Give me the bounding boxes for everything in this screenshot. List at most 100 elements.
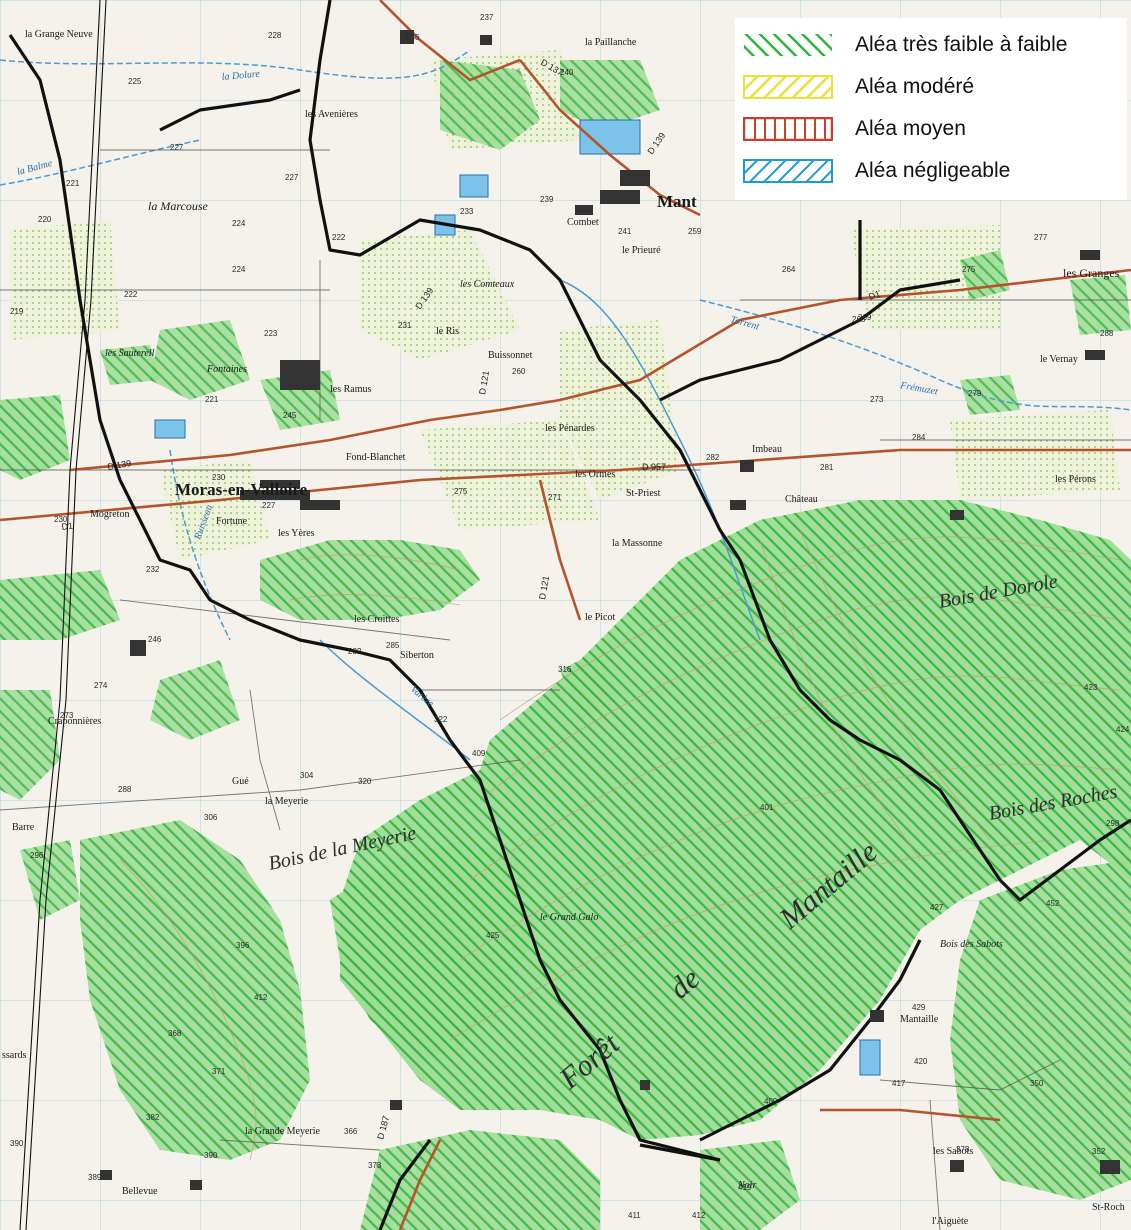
label-buissonnet: Buissonnet bbox=[488, 350, 533, 361]
label-prieure: le Prieuré bbox=[622, 245, 661, 256]
spot-height: 232 bbox=[146, 565, 160, 574]
legend-label-medium: Aléa moyen bbox=[855, 117, 966, 140]
spot-height: 245 bbox=[283, 411, 297, 420]
label-mantaille: Mantaille bbox=[900, 1014, 939, 1025]
water-features bbox=[0, 49, 1131, 1076]
spot-height: 241 bbox=[618, 227, 632, 236]
spot-height: 239 bbox=[540, 195, 554, 204]
label-d1b: D1 bbox=[867, 289, 881, 302]
label-granges: les Granges bbox=[1063, 266, 1120, 280]
label-gue: Gué bbox=[232, 776, 249, 787]
spot-height: 275 bbox=[454, 487, 468, 496]
spot-height: 425 bbox=[486, 931, 500, 940]
legend-item-moderate: Aléa modéré bbox=[743, 72, 974, 102]
spot-height: 237 bbox=[480, 13, 494, 22]
label-fontaines: Fontaines bbox=[206, 364, 247, 375]
label-comteaux: les Comteaux bbox=[460, 279, 515, 290]
label-vernay: le Vernay bbox=[1040, 354, 1078, 365]
spot-height: 260 bbox=[512, 367, 526, 376]
label-paillanche: la Paillanche bbox=[585, 37, 637, 48]
spot-height: 231 bbox=[398, 321, 412, 330]
spot-height: 423 bbox=[1084, 683, 1098, 692]
spot-height: 371 bbox=[212, 1067, 226, 1076]
spot-height: 273 bbox=[870, 395, 884, 404]
spot-height: 282 bbox=[706, 453, 720, 462]
spot-height: 452 bbox=[1046, 899, 1060, 908]
label-massonne: la Massonne bbox=[612, 538, 663, 549]
label-penardes: les Pénardes bbox=[545, 423, 595, 434]
spot-height: 279 bbox=[968, 389, 982, 398]
label-ris: le Ris bbox=[436, 326, 459, 337]
spot-height: 412 bbox=[692, 1211, 706, 1220]
spot-height: 417 bbox=[892, 1079, 906, 1088]
spot-height: 228 bbox=[268, 31, 282, 40]
spot-height: 401 bbox=[760, 803, 774, 812]
label-grange-neuve: la Grange Neuve bbox=[25, 29, 93, 40]
label-dolure: la Dolure bbox=[221, 69, 261, 83]
spot-height: 230 bbox=[212, 473, 226, 482]
spot-height: 236 bbox=[406, 33, 420, 42]
spot-height: 298 bbox=[1106, 819, 1120, 828]
label-fortune: Fortune bbox=[216, 516, 248, 527]
label-d957: D 957 bbox=[642, 462, 666, 472]
label-combet: Combet bbox=[567, 217, 599, 228]
spot-height: 277 bbox=[1034, 233, 1048, 242]
spot-height: 412 bbox=[254, 993, 268, 1002]
spot-height: 227 bbox=[170, 143, 184, 152]
spot-height: 268 bbox=[852, 315, 866, 324]
label-imbeau: Imbeau bbox=[752, 444, 782, 455]
spot-height: 223 bbox=[264, 329, 278, 338]
legend-item-very-low: Aléa très faible à faible bbox=[743, 30, 1067, 60]
label-bois-sabots: Bois des Sabots bbox=[940, 939, 1003, 950]
label-picot: le Picot bbox=[585, 612, 615, 623]
spot-height: 285 bbox=[386, 641, 400, 650]
spot-height: 320 bbox=[358, 777, 372, 786]
label-moras: Moras-en-Valloire bbox=[175, 480, 308, 499]
spot-height: 390 bbox=[204, 1151, 218, 1160]
label-chateau: Château bbox=[785, 494, 818, 505]
spot-height: 288 bbox=[118, 785, 132, 794]
label-ssards: ssards bbox=[2, 1050, 27, 1061]
label-siberton: Siberton bbox=[400, 650, 434, 661]
label-mant: Mant bbox=[657, 192, 697, 211]
spot-height: 225 bbox=[128, 77, 142, 86]
label-barre: Barre bbox=[12, 822, 35, 833]
spot-height: 304 bbox=[300, 771, 314, 780]
label-marcouse: la Marcouse bbox=[148, 199, 209, 213]
spot-height: 220 bbox=[38, 215, 52, 224]
railway bbox=[19, 0, 107, 1230]
legend: Aléa très faible à faible Aléa modéré Al… bbox=[735, 18, 1127, 200]
spot-height: 424 bbox=[1116, 725, 1130, 734]
spot-height: 420 bbox=[914, 1057, 928, 1066]
label-d121b: D 121 bbox=[537, 575, 551, 600]
label-ramus: les Ramus bbox=[330, 384, 371, 395]
minor-roads bbox=[0, 149, 1131, 1230]
label-ormes: les Ormes bbox=[575, 469, 615, 480]
spot-height: 350 bbox=[1030, 1079, 1044, 1088]
label-bellevue: Bellevue bbox=[122, 1186, 158, 1197]
label-d1: D1 bbox=[61, 520, 74, 532]
swatch-yellow-hatch bbox=[743, 75, 833, 99]
spot-height: 282 bbox=[348, 647, 362, 656]
spot-height: 224 bbox=[232, 219, 246, 228]
spot-height: 271 bbox=[548, 493, 562, 502]
spot-height: 366 bbox=[344, 1127, 358, 1136]
legend-item-negligible: Aléa négligeable bbox=[743, 156, 1010, 186]
label-grande-meyerie: la Grande Meyerie bbox=[245, 1126, 321, 1137]
spot-height: 419 bbox=[738, 1183, 752, 1192]
spot-height: 273 bbox=[60, 711, 74, 720]
spot-height: 409 bbox=[472, 749, 486, 758]
spot-height: 269 bbox=[858, 313, 872, 322]
label-meyerie: la Meyerie bbox=[265, 796, 309, 807]
label-sauterell: les Sauterell bbox=[105, 348, 155, 359]
settlements bbox=[100, 30, 1120, 1190]
label-d139a: D 139 bbox=[107, 458, 132, 472]
spot-height: 259 bbox=[688, 227, 702, 236]
spot-height: 227 bbox=[285, 173, 299, 182]
spot-height: 352 bbox=[1092, 1147, 1106, 1156]
spot-height: 390 bbox=[10, 1139, 24, 1148]
label-st-roch: St-Roch bbox=[1092, 1202, 1125, 1213]
spot-height: 373 bbox=[368, 1161, 382, 1170]
